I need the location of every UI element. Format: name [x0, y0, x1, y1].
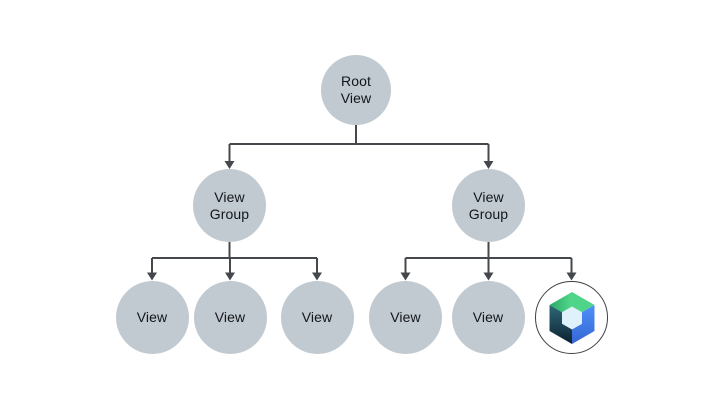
- connector-group: [147, 125, 577, 281]
- node-view-2: View: [193, 281, 267, 354]
- node-root-view: Root View: [321, 55, 391, 125]
- logo-left-face: [549, 304, 572, 344]
- node-view-5: View: [451, 281, 525, 354]
- node-label: View Group: [468, 188, 509, 222]
- node-label: Root View: [340, 73, 372, 106]
- jetpack-compose-logo-icon: [549, 291, 594, 344]
- logo-right-face: [571, 304, 594, 344]
- node-label: View: [390, 309, 421, 325]
- node-view-4: View: [369, 281, 442, 354]
- connector-trunks: [152, 125, 572, 259]
- logo-center-hexagon: [561, 306, 582, 329]
- node-view-1: View: [115, 281, 189, 354]
- node-label: View Group: [209, 188, 250, 222]
- logo-top-face: [549, 291, 594, 312]
- node-compose-leaf: [535, 281, 608, 354]
- node-view-group-left: View Group: [193, 169, 266, 242]
- node-view-group-right: View Group: [452, 169, 525, 242]
- node-label: View: [136, 309, 168, 325]
- node-view-3: View: [280, 281, 354, 354]
- node-label: View: [472, 309, 504, 325]
- node-label: View: [301, 309, 333, 325]
- node-label: View: [214, 309, 246, 325]
